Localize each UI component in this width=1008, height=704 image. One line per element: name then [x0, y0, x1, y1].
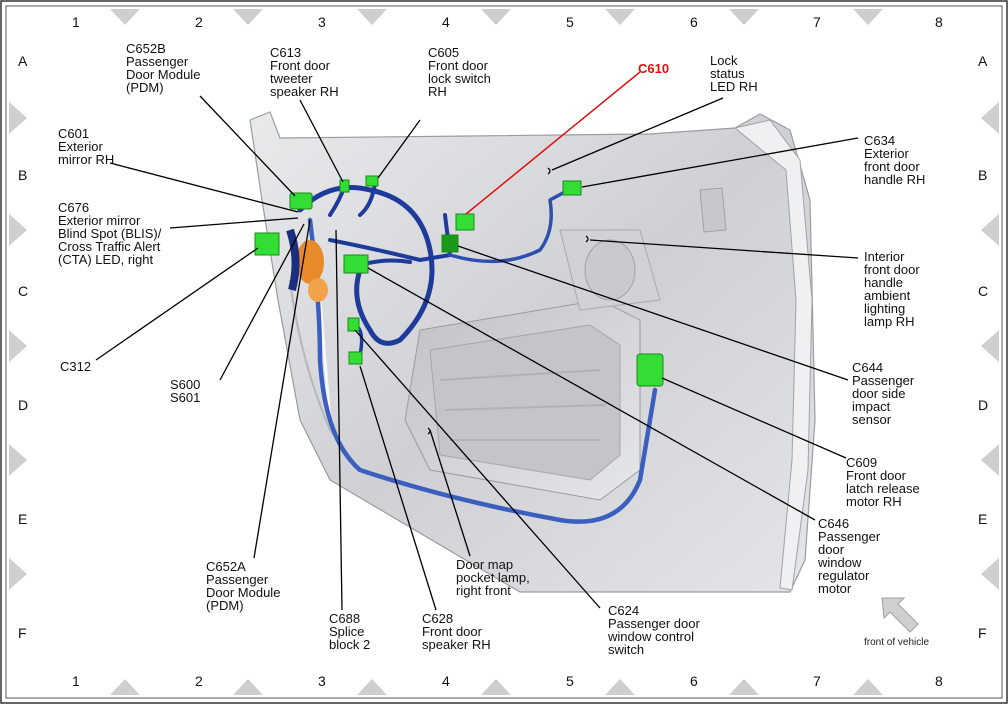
- connectors: [254, 175, 664, 387]
- row-label-e-left: E: [18, 511, 28, 527]
- leader-lines: [95, 95, 859, 611]
- label-lock-status-led: Lock status LED RH: [710, 53, 758, 94]
- label-c676: C676 Exterior mirror Blind Spot (BLIS)/ …: [58, 200, 162, 267]
- door-panel: [249, 111, 816, 593]
- connector-c644: [441, 234, 459, 253]
- col-label-1-top: 1: [72, 14, 80, 30]
- label-c644: C644 Passenger door side impact sensor: [852, 360, 915, 427]
- c610-leader-line: [465, 71, 641, 215]
- grid-triangles-top: [110, 9, 883, 25]
- label-c624: C624 Passenger door window control switc…: [608, 603, 700, 657]
- row-label-d-left: D: [18, 397, 29, 413]
- row-label-d-right: D: [978, 397, 989, 413]
- row-label-a-right: A: [978, 53, 988, 69]
- label-c634: C634 Exterior front door handle RH: [864, 133, 926, 187]
- connector-c605: [365, 175, 379, 187]
- row-label-e-right: E: [978, 511, 988, 527]
- connector-c613: [339, 179, 350, 193]
- break-marks: [427, 167, 589, 435]
- col-label-2-top: 2: [195, 14, 203, 30]
- row-label-c-right: C: [978, 283, 989, 299]
- connector-c652b: [289, 192, 313, 210]
- connector-c646: [343, 254, 369, 274]
- label-c312: C312: [60, 359, 92, 374]
- connector-c624: [347, 317, 360, 332]
- col-label-5-top: 5: [566, 14, 574, 30]
- mirror-harness-cluster: [286, 228, 328, 302]
- label-c652b: C652B Passenger Door Module (PDM): [126, 41, 201, 95]
- col-label-6-top: 6: [690, 14, 698, 30]
- row-label-f-left: F: [18, 625, 27, 641]
- arrow-up-left-icon: [881, 597, 919, 633]
- label-c605: C605 Front door lock switch RH: [428, 45, 491, 99]
- label-interior-lamp: Interior front door handle ambient light…: [864, 249, 920, 329]
- grid-triangles-bottom: [110, 679, 883, 695]
- col-label-3-top: 3: [318, 14, 326, 30]
- label-c601: C601 Exterior mirror RH: [58, 126, 115, 167]
- row-label-b-left: B: [18, 167, 28, 183]
- grid-triangles-right: [981, 102, 999, 590]
- col-label-3-bottom: 3: [318, 673, 326, 689]
- row-label-f-right: F: [978, 625, 987, 641]
- label-s600-s601: S600 S601: [170, 377, 201, 405]
- label-c646: C646 Passenger door window regulator mot…: [818, 516, 881, 596]
- label-door-map-lamp: Door map pocket lamp, right front: [456, 557, 530, 598]
- label-front-of-vehicle: front of vehicle: [864, 637, 930, 648]
- col-label-6-bottom: 6: [690, 673, 698, 689]
- label-c609: C609 Front door latch release motor RH: [846, 455, 920, 509]
- col-label-8-bottom: 8: [935, 673, 943, 689]
- connector-c634: [562, 180, 582, 196]
- col-label-7-top: 7: [813, 14, 821, 30]
- label-c652a: C652A Passenger Door Module (PDM): [206, 559, 281, 613]
- row-label-a-left: A: [18, 53, 28, 69]
- col-label-4-top: 4: [442, 14, 450, 30]
- connector-c609: [636, 353, 664, 387]
- label-c610: C610: [638, 61, 670, 76]
- col-label-2-bottom: 2: [195, 673, 203, 689]
- connector-c312: [254, 232, 280, 256]
- col-label-5-bottom: 5: [566, 673, 574, 689]
- col-label-7-bottom: 7: [813, 673, 821, 689]
- row-label-c-left: C: [18, 283, 29, 299]
- wiring-harness: [297, 181, 658, 524]
- connector-c628: [348, 351, 363, 365]
- col-label-4-bottom: 4: [442, 673, 450, 689]
- grid-triangles-left: [9, 102, 27, 590]
- label-c688: C688 Splice block 2: [329, 611, 371, 652]
- col-label-8-top: 8: [935, 14, 943, 30]
- row-label-b-right: B: [978, 167, 988, 183]
- label-c628: C628 Front door speaker RH: [422, 611, 491, 652]
- label-c613: C613 Front door tweeter speaker RH: [270, 45, 339, 99]
- col-label-1-bottom: 1: [72, 673, 80, 689]
- connector-c610: [455, 213, 475, 231]
